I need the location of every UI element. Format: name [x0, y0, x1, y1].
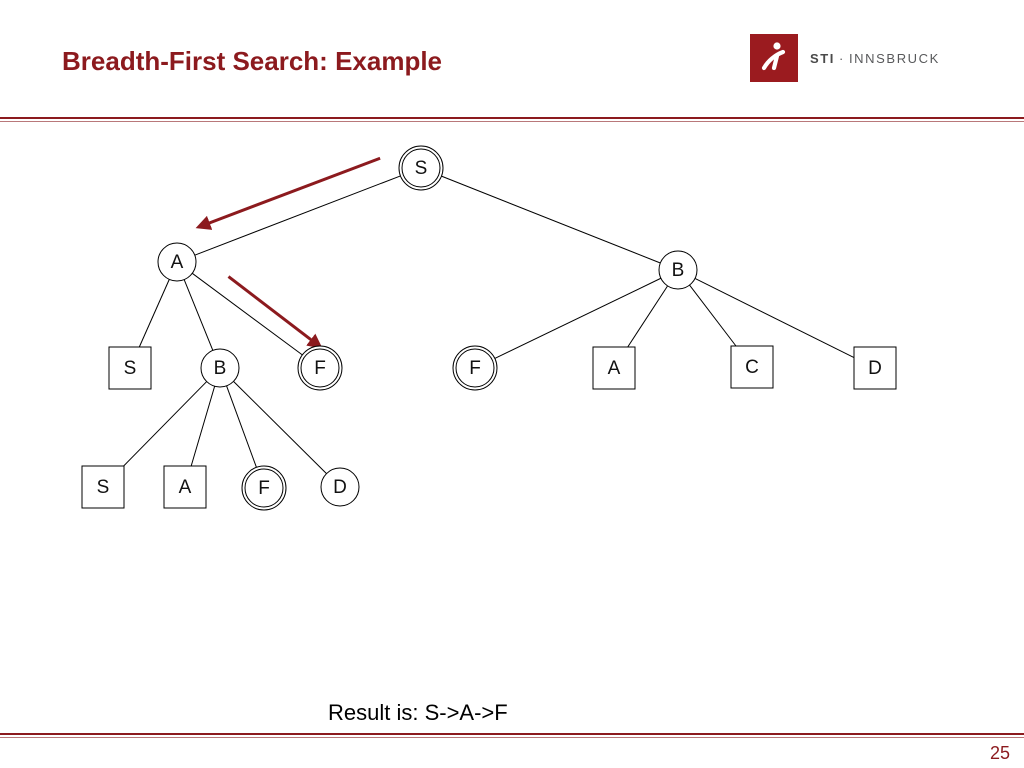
logo-location: INNSBRUCK — [848, 50, 940, 66]
node-circle — [200, 348, 240, 388]
node-circle — [244, 468, 284, 508]
search-step-arrow — [227, 275, 323, 349]
node-square — [730, 345, 774, 389]
node-label: F — [258, 478, 270, 499]
node-square — [163, 465, 207, 509]
tree-node-n-ab-a: A — [163, 465, 207, 509]
node-label: S — [415, 158, 428, 179]
tree-node-n-a-f: F — [297, 345, 343, 391]
page-number: 25 — [990, 743, 1011, 763]
tree-nodes: S A B S B F F A C D S A F D — [81, 145, 897, 511]
node-circle — [320, 467, 360, 507]
tree-node-n-a-s: S — [108, 346, 152, 390]
tree-edge-n-a-n-a-s — [138, 279, 170, 348]
logo-brand: STI — [810, 50, 836, 66]
node-label: D — [868, 358, 882, 379]
tree-node-n-a: A — [157, 242, 197, 282]
node-circle — [401, 148, 441, 188]
node-label: B — [672, 260, 685, 281]
node-label: A — [171, 252, 184, 273]
search-path-arrows — [195, 156, 381, 349]
node-square — [853, 346, 897, 390]
tree-node-n-s-root: S — [398, 145, 444, 191]
node-circle — [300, 348, 340, 388]
tree-node-n-ab-f: F — [241, 465, 287, 511]
tree-node-n-b: B — [658, 250, 698, 290]
node-label: A — [179, 477, 192, 498]
node-circle — [455, 348, 495, 388]
logo-wordmark: STI·INNSBRUCK — [810, 51, 940, 66]
tree-edge-n-a-n-a-b — [183, 279, 214, 351]
node-circle — [658, 250, 698, 290]
result-text: Result is: S->A->F — [328, 700, 508, 725]
tree-edge-n-b-n-b-d — [694, 278, 855, 359]
tree-edge-n-a-b-n-ab-a — [190, 386, 216, 467]
sti-innsbruck-logo: STI·INNSBRUCK — [750, 33, 940, 83]
tree-edge-n-s-root-n-b — [441, 175, 661, 264]
tree-node-n-ab-d: D — [320, 467, 360, 507]
tree-edge-n-a-b-n-ab-d — [233, 381, 327, 474]
tree-edge-n-b-n-b-a — [627, 285, 669, 348]
tree-edge-n-b-n-b-c — [689, 284, 737, 347]
tree-node-n-b-a: A — [592, 346, 636, 390]
search-step-arrow — [195, 156, 381, 230]
footer-rule — [0, 733, 1024, 735]
node-label: B — [214, 358, 227, 379]
sti-logo-icon — [750, 34, 798, 82]
logo-separator: · — [839, 50, 845, 66]
tree-node-n-b-f: F — [452, 345, 498, 391]
tree-edges — [123, 175, 855, 474]
tree-edge-n-s-root-n-a — [194, 175, 401, 256]
tree-edge-n-a-b-n-ab-s — [123, 381, 208, 467]
node-square — [592, 346, 636, 390]
node-label: S — [97, 477, 110, 498]
tree-edge-n-a-n-a-f — [191, 272, 303, 356]
tree-edge-n-b-n-b-f — [494, 277, 662, 359]
node-label: S — [124, 358, 137, 379]
tree-node-n-a-b: B — [200, 348, 240, 388]
tree-edge-n-a-b-n-ab-f — [226, 385, 257, 468]
tree-node-n-b-d: D — [853, 346, 897, 390]
node-square — [108, 346, 152, 390]
node-label: F — [314, 358, 326, 379]
header-rule — [0, 117, 1024, 119]
node-label: C — [745, 357, 759, 378]
tree-node-n-b-c: C — [730, 345, 774, 389]
node-label: F — [469, 358, 481, 379]
slide-title: Breadth-First Search: Example — [62, 46, 443, 76]
footer-rule-thin — [0, 737, 1024, 738]
node-label: A — [608, 358, 621, 379]
tree-node-n-ab-s: S — [81, 465, 125, 509]
node-circle — [157, 242, 197, 282]
node-square — [81, 465, 125, 509]
node-label: D — [333, 477, 347, 498]
header-rule-thin — [0, 121, 1024, 122]
